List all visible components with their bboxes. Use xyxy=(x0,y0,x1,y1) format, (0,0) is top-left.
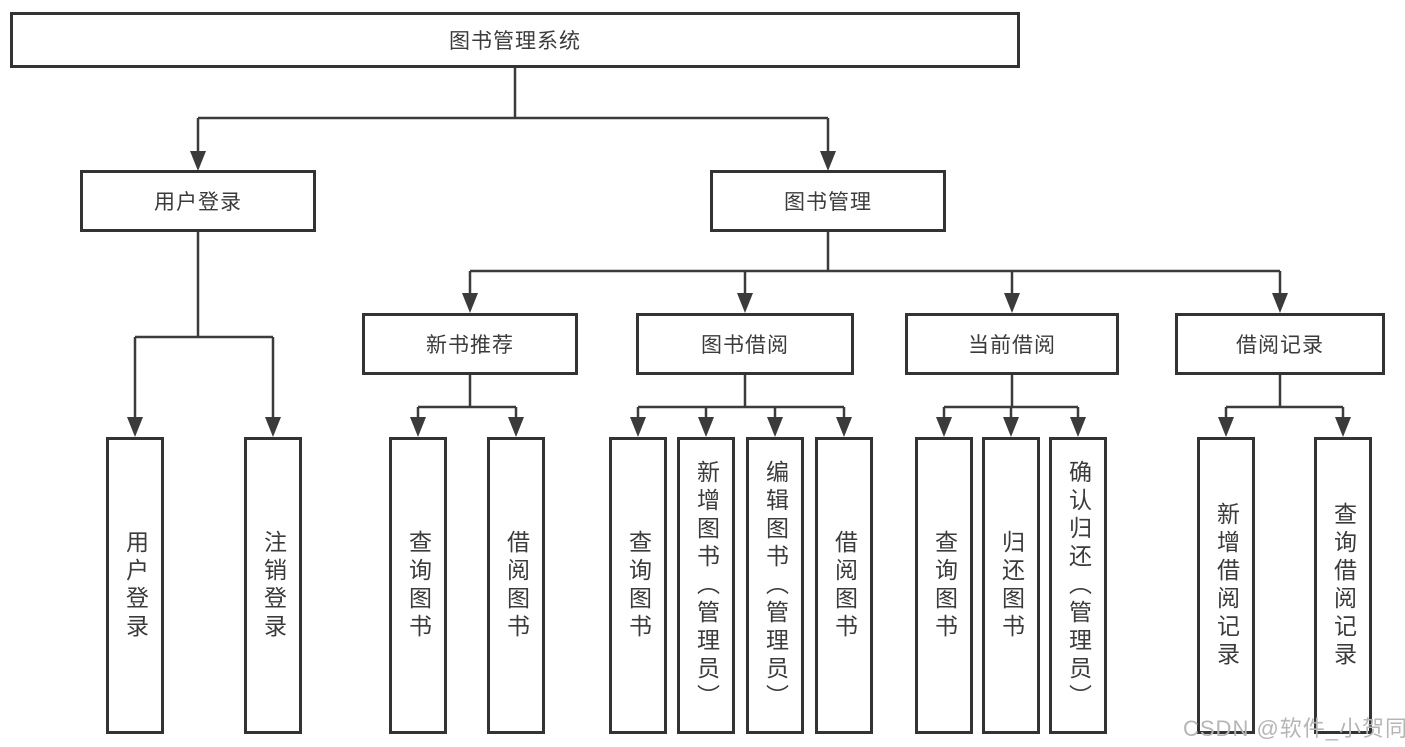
node-leaf-query-books-3: 查询图书 xyxy=(915,437,973,734)
node-label: 图书借阅 xyxy=(701,334,789,357)
connector-borrow-records xyxy=(1218,374,1351,437)
node-label: 借阅图书 xyxy=(831,529,858,642)
node-label: 图书管理系统 xyxy=(449,30,581,53)
node-user-login-branch: 用户登录 xyxy=(80,170,316,232)
node-borrow-records: 借阅记录 xyxy=(1175,313,1385,375)
node-label: 查询图书 xyxy=(625,529,652,642)
connector-book-borrow xyxy=(630,374,852,437)
node-label: 注销登录 xyxy=(260,529,287,642)
node-label: 借阅图书 xyxy=(503,529,530,642)
node-current-borrow: 当前借阅 xyxy=(905,313,1119,375)
node-label: 借阅记录 xyxy=(1236,334,1324,357)
node-leaf-query-borrow-record: 查询借阅记录 xyxy=(1314,437,1372,734)
node-label: 查询图书 xyxy=(931,529,958,642)
node-leaf-query-books-1: 查询图书 xyxy=(389,437,447,734)
connector-root xyxy=(190,68,836,171)
node-leaf-borrow-books-2: 借阅图书 xyxy=(815,437,873,734)
node-label: 新书推荐 xyxy=(426,334,514,357)
node-root-system: 图书管理系统 xyxy=(10,12,1020,68)
node-label: 用户登录 xyxy=(122,529,149,642)
connector-current-borrow xyxy=(936,374,1086,437)
node-leaf-borrow-books-1: 借阅图书 xyxy=(487,437,545,734)
node-label: 当前借阅 xyxy=(968,334,1056,357)
node-leaf-add-borrow-record: 新增借阅记录 xyxy=(1197,437,1255,734)
connector-book-management xyxy=(462,232,1288,313)
node-leaf-confirm-return-admin: 确认归还（管理员） xyxy=(1049,437,1107,734)
node-leaf-edit-books-admin: 编辑图书（管理员） xyxy=(746,437,804,734)
node-leaf-return-books: 归还图书 xyxy=(982,437,1040,734)
node-leaf-add-books-admin: 新增图书（管理员） xyxy=(677,437,735,734)
node-leaf-logout: 注销登录 xyxy=(244,437,302,734)
node-label: 图书管理 xyxy=(784,191,872,214)
node-label: 归还图书 xyxy=(998,529,1025,642)
node-leaf-user-login: 用户登录 xyxy=(106,437,164,734)
node-label: 新增图书（管理员） xyxy=(693,459,720,712)
connector-new-book-recommend xyxy=(410,374,524,437)
node-label: 编辑图书（管理员） xyxy=(762,459,789,712)
node-label: 新增借阅记录 xyxy=(1213,501,1240,670)
node-leaf-query-books-2: 查询图书 xyxy=(609,437,667,734)
csdn-watermark: CSDN @软件_小贺同学 xyxy=(1183,716,1405,741)
node-book-borrow: 图书借阅 xyxy=(636,313,854,375)
node-label: 确认归还（管理员） xyxy=(1065,459,1092,712)
node-label: 用户登录 xyxy=(154,191,242,214)
node-label: 查询借阅记录 xyxy=(1330,501,1357,670)
node-label: 查询图书 xyxy=(405,529,432,642)
connector-user-login xyxy=(127,232,281,437)
node-new-book-recommend: 新书推荐 xyxy=(362,313,578,375)
node-book-management-branch: 图书管理 xyxy=(710,170,946,232)
